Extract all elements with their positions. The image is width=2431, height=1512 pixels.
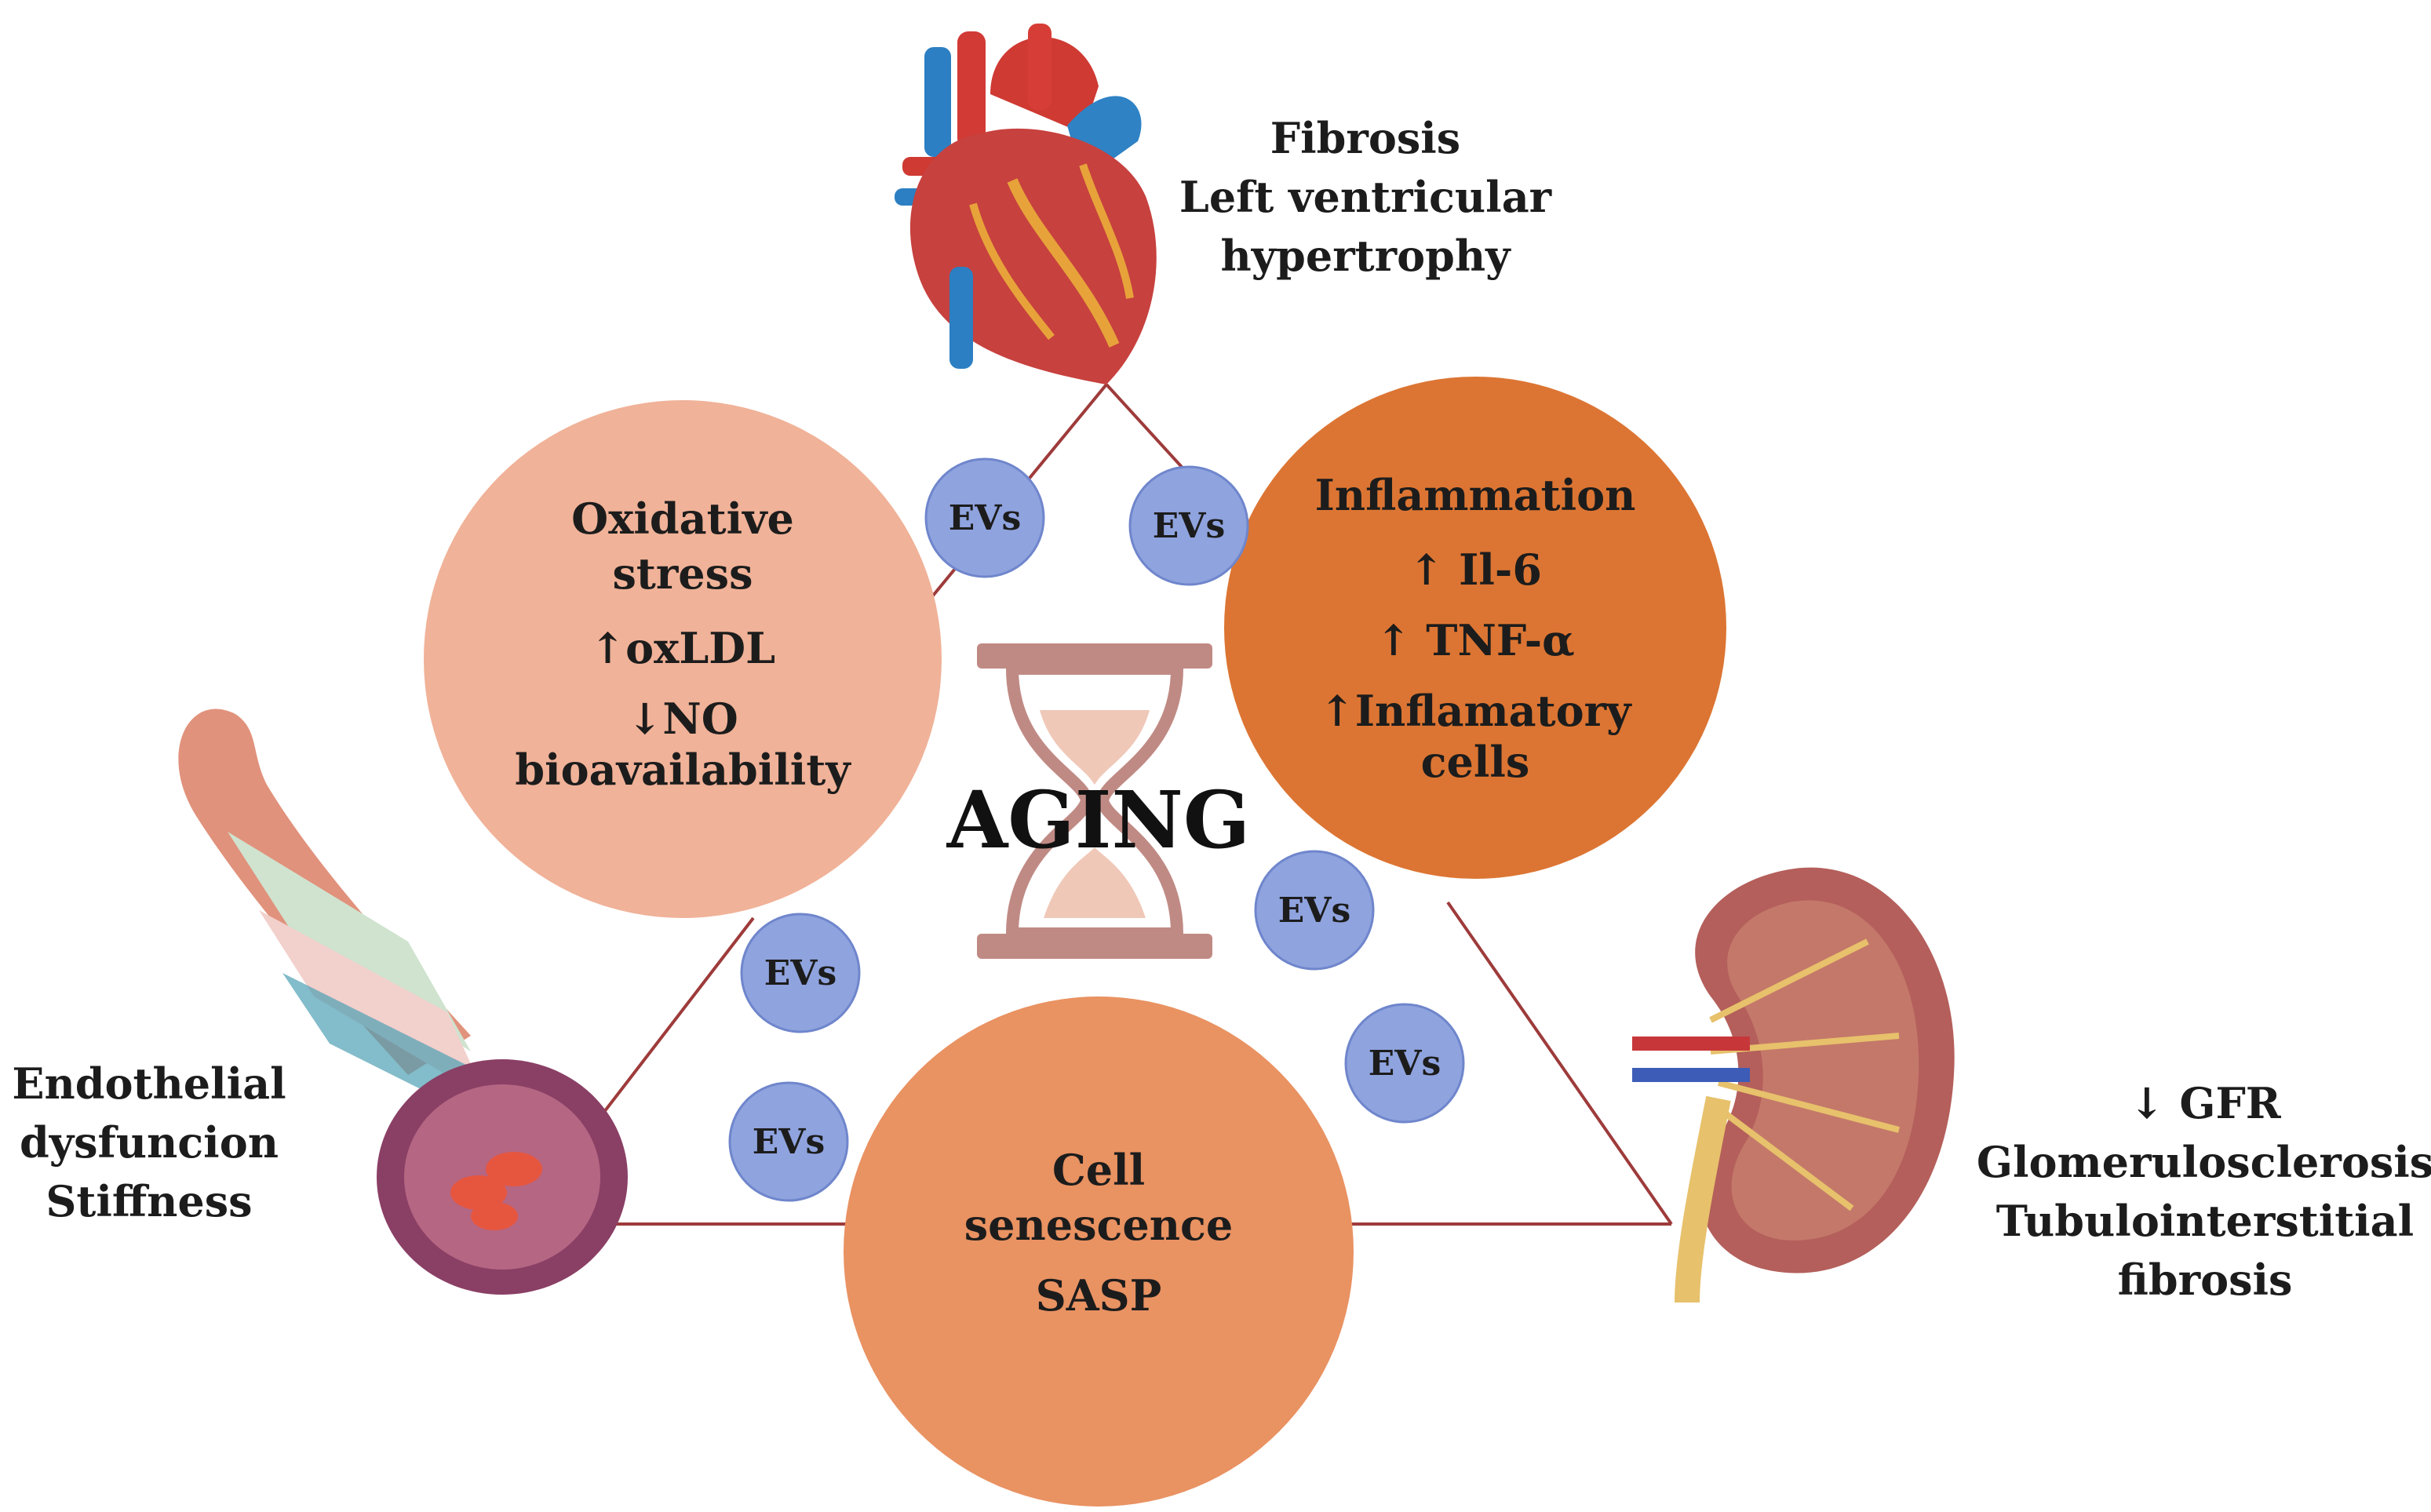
kidney-effect-line: Tubulointerstitial [1996, 1196, 2414, 1246]
ev-label: EVs [949, 498, 1021, 538]
vessel-effects-text: Endothelial dysfuncion Stiffness [12, 1058, 286, 1226]
vessel-effect-line: Stiffness [46, 1176, 252, 1226]
inflammation-line: ↑Inflamatory [1320, 686, 1633, 736]
heart-effect-line: Fibrosis [1270, 113, 1460, 163]
line-oxidative-to-vessel [595, 916, 755, 1124]
inflammation-line: Inflammation [1315, 470, 1636, 520]
ev-bubbles: EVs EVs EVs EVs EVs EVs [728, 457, 1465, 1202]
oxidative-stress-circle: Oxidative stress ↑oxLDL ↓NO bioavailabil… [424, 400, 942, 918]
oxidative-line: stress [613, 548, 753, 599]
ev-bubble: EVs [740, 913, 861, 1033]
inflammation-line: cells [1421, 737, 1530, 787]
inflammation-line: ↑ TNF-α [1376, 615, 1574, 665]
ev-label: EVs [1278, 891, 1350, 931]
kidney-effect-line: Glomerulosclerosis [1977, 1137, 2431, 1187]
inflammation-circle: Inflammation ↑ Il-6 ↑ TNF-α ↑Inflamatory… [1224, 377, 1726, 879]
senescence-line: SASP [1036, 1270, 1162, 1321]
cell-senescence-circle: Cell senescence SASP [844, 996, 1354, 1507]
oxidative-line: ↓NO [627, 694, 738, 744]
hourglass-icon [977, 643, 1212, 959]
vessel-effect-line: dysfuncion [20, 1117, 279, 1168]
oxidative-line: ↑oxLDL [590, 623, 775, 673]
ev-bubble: EVs [1254, 850, 1375, 971]
oxidative-line: bioavailability [515, 745, 851, 795]
ev-label: EVs [753, 1122, 825, 1162]
senescence-line: senescence [964, 1200, 1234, 1250]
kidney-effects-text: ↓ GFR Glomerulosclerosis Tubulointerstit… [1977, 1078, 2431, 1305]
heart-illustration [895, 24, 1157, 384]
ev-label: EVs [764, 953, 836, 993]
kidney-effect-line: fibrosis [2118, 1255, 2293, 1305]
blood-vessel-illustration [178, 709, 628, 1295]
ev-label: EVs [1153, 506, 1225, 546]
ev-bubble: EVs [1344, 1003, 1465, 1124]
heart-effect-line: hypertrophy [1220, 231, 1511, 281]
vessel-effect-line: Endothelial [12, 1058, 286, 1109]
kidney-effect-line: ↓ GFR [2129, 1078, 2282, 1128]
inflammation-line: ↑ Il-6 [1409, 545, 1542, 595]
line-inflammation-to-kidney [1446, 901, 1673, 1226]
aging-title: AGING [946, 774, 1251, 866]
ev-bubble: EVs [924, 457, 1045, 578]
ev-bubble: EVs [1128, 465, 1249, 586]
senescence-line: Cell [1052, 1145, 1145, 1195]
heart-effects-text: Fibrosis Left ventricular hypertrophy [1179, 113, 1552, 281]
heart-effect-line: Left ventricular [1179, 172, 1552, 222]
ev-label: EVs [1369, 1044, 1441, 1084]
oxidative-line: Oxidative [571, 494, 794, 544]
ev-bubble: EVs [728, 1081, 849, 1202]
kidney-illustration [1632, 867, 1955, 1303]
